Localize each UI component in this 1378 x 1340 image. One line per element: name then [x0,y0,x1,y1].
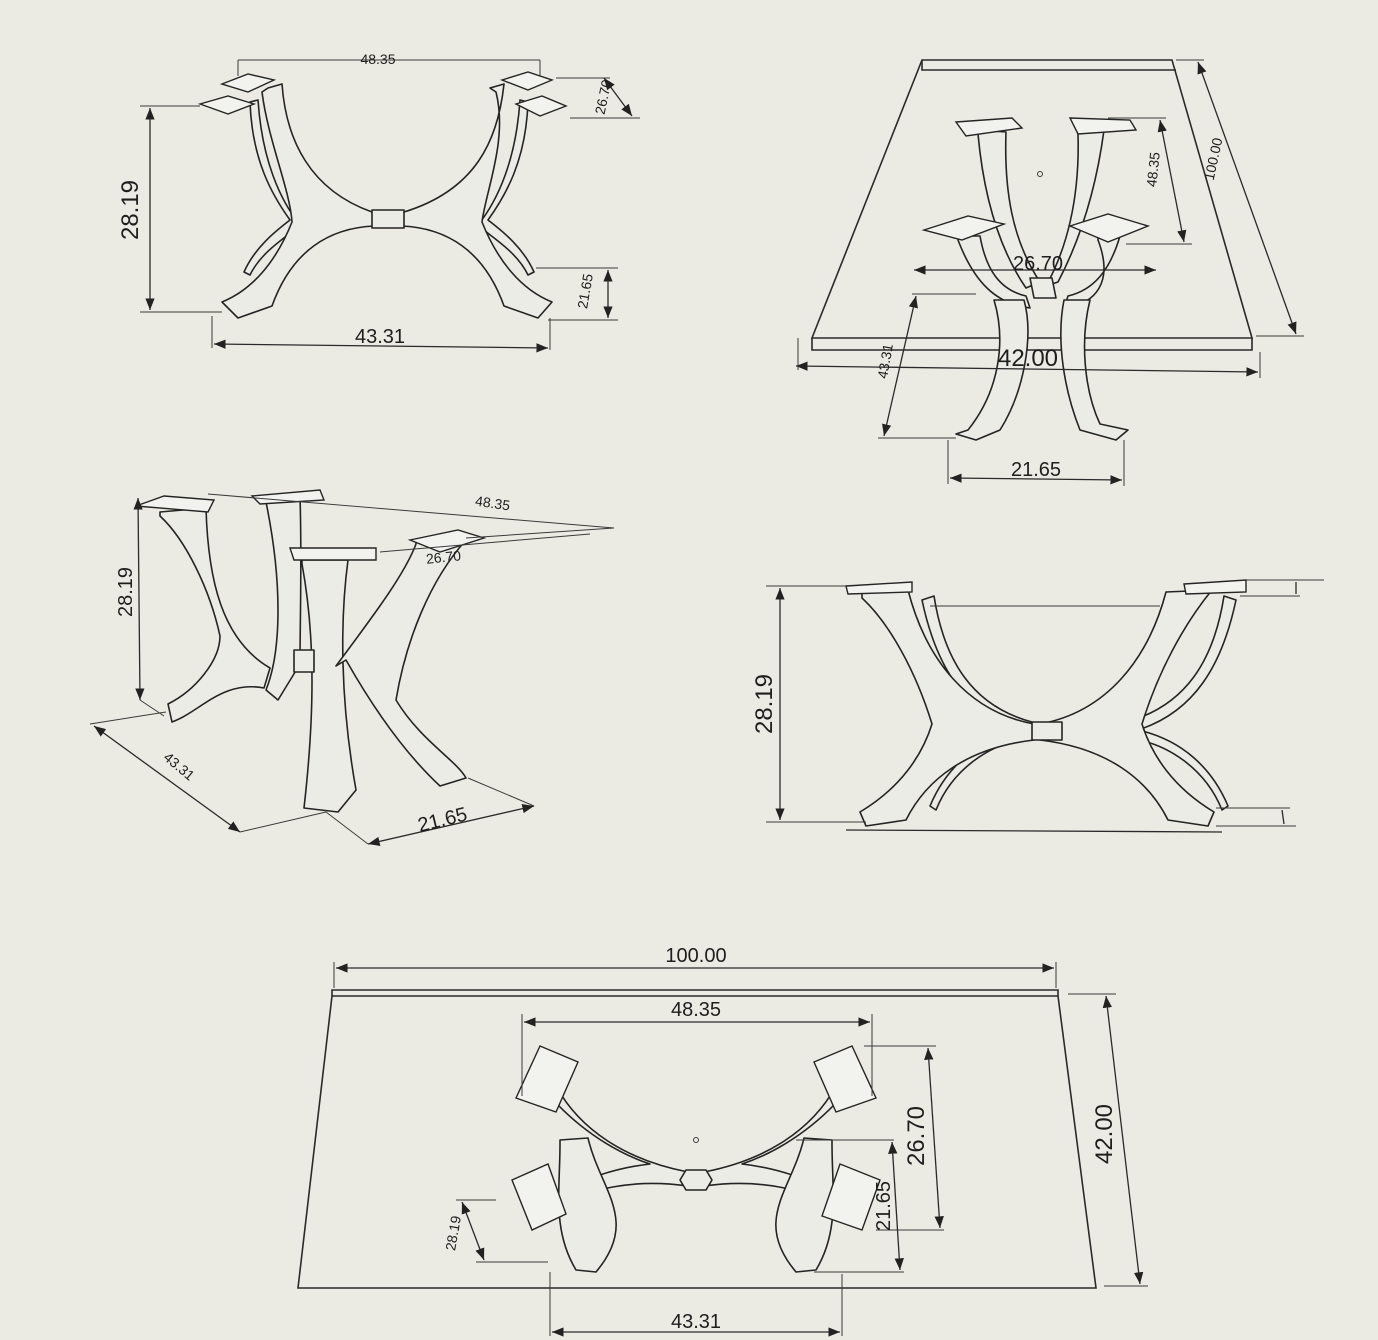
top-depth-label-overhead: 42.00 [998,345,1058,372]
base-length-label-plan: 43.31 [671,1311,721,1333]
view-overhead-perspective: 48.35 100.00 26.70 42.00 43.31 21.65 [795,59,1304,486]
height-label-iso: 28.19 [115,567,137,617]
base-length-label-front: 43.31 [355,326,405,348]
base-width-label-iso: 21.65 [416,803,470,836]
plate-span-long-label-plan: 48.35 [671,999,721,1021]
height-label-front: 28.19 [117,180,144,240]
leg-frame [135,489,487,813]
top-depth-label-plan: 42.00 [1091,1104,1118,1164]
view-top-plan: 100.00 48.35 42.00 26.70 21.65 28.19 43.… [297,945,1148,1337]
view-isometric: 48.35 26.70 28.19 43.31 21.65 [89,489,615,846]
base-width-label-front: 21.65 [574,272,596,309]
top-width-label-plan: 100.00 [665,945,726,967]
view-side-elevation: 28.19 [751,579,1324,833]
plate-span-short-label-plan: 26.70 [903,1106,930,1166]
leg-frame [511,1045,881,1273]
svg-text:26.70: 26.70 [425,547,462,567]
base-width-label-plan: 21.65 [873,1181,895,1231]
table-top-plan-outline [297,995,1097,1289]
svg-text:48.35: 48.35 [360,51,395,67]
base-width-label-overhead: 21.65 [1011,459,1061,481]
top-width-label-overhead: 100.00 [1201,136,1226,181]
plate-span-short-label-overhead: 26.70 [1013,253,1063,275]
height-label-plan: 28.19 [442,1214,464,1251]
table-top-outline [810,59,1254,339]
svg-text:48.35: 48.35 [474,493,511,514]
plate-span-long-label-overhead: 48.35 [1143,151,1163,188]
leg-frame [845,579,1247,827]
leg-frame [921,117,1151,441]
base-length-label-overhead: 43.31 [874,342,896,379]
leg-frame [197,71,568,319]
svg-text:26.70: 26.70 [592,78,615,116]
height-label-side: 28.19 [751,674,778,734]
view-front-perspective: 48.35 26.70 28.19 43.31 21.65 [117,51,640,353]
